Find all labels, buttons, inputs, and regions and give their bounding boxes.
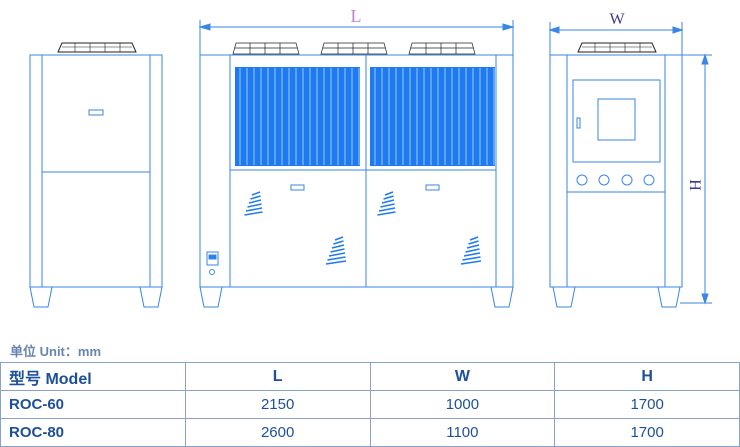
dimension-label-L: L [351,6,362,26]
chiller-dimension-drawing: L W H [29,6,712,308]
cell-H: 1700 [554,390,740,419]
header-W: W [369,362,556,391]
table-row: ROC-80 2600 1100 1700 [0,418,740,447]
header-model: 型号 Model [0,362,186,391]
dimension-table: 型号 Model L W H ROC-60 2150 1000 1700 ROC… [0,362,740,447]
side-view-right: W H [548,11,712,308]
front-view: L [198,6,515,308]
cell-model: ROC-80 [0,418,186,447]
condenser-coil-right [370,67,495,166]
cell-W: 1100 [369,418,556,447]
dimension-label-W: W [609,11,625,28]
cell-W: 1000 [369,390,556,419]
table-header-row: 型号 Model L W H [0,362,740,391]
table-row: ROC-60 2150 1000 1700 [0,390,740,419]
cell-H: 1700 [554,418,740,447]
cell-model: ROC-60 [0,390,186,419]
condenser-coil-left [235,67,360,166]
unit-label: 单位 Unit：mm [10,344,102,359]
side-view-left [29,42,163,308]
header-L: L [184,362,371,391]
header-H: H [554,362,740,391]
dimension-label-H: H [686,179,703,191]
cell-L: 2600 [184,418,371,447]
cell-L: 2150 [184,390,371,419]
